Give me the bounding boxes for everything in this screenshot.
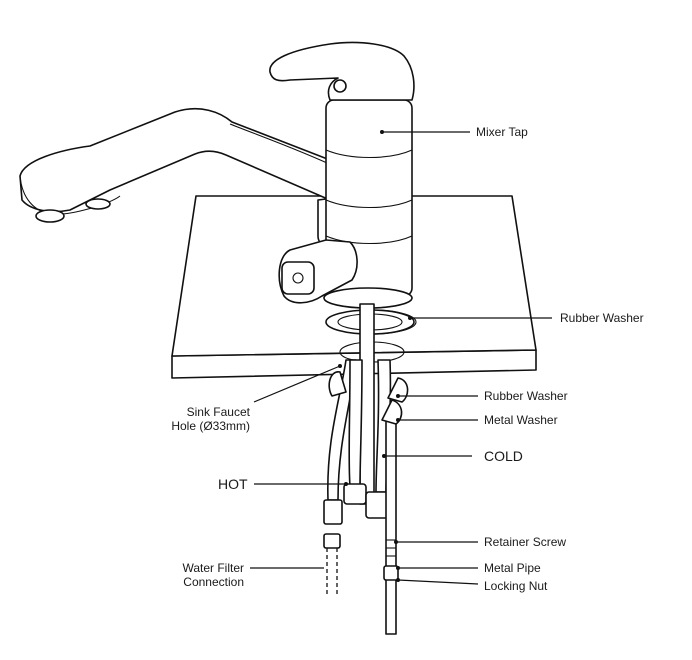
label-sink-faucet-hole-line1: Sink Faucet bbox=[187, 405, 251, 419]
label-hot: HOT bbox=[218, 476, 248, 492]
hose-assembly bbox=[323, 303, 399, 635]
label-metal-pipe: Metal Pipe bbox=[484, 561, 541, 575]
label-water-filter-line1: Water Filter bbox=[182, 561, 244, 575]
label-retainer-screw: Retainer Screw bbox=[484, 535, 566, 549]
label-water-filter-line2: Connection bbox=[183, 575, 244, 589]
side-knob bbox=[278, 239, 358, 304]
leader-lines bbox=[250, 130, 552, 585]
water-filter-connection bbox=[323, 533, 341, 594]
label-locking-nut: Locking Nut bbox=[484, 579, 548, 593]
label-cold: COLD bbox=[484, 448, 523, 464]
label-rubber-washer: Rubber Washer bbox=[484, 389, 568, 403]
label-metal-washer: Metal Washer bbox=[484, 413, 558, 427]
label-mixer-tap: Mixer Tap bbox=[476, 125, 528, 139]
label-rubber-washer-top: Rubber Washer bbox=[560, 311, 644, 325]
lever-handle bbox=[269, 41, 415, 101]
label-sink-faucet-hole-line2: Hole (Ø33mm) bbox=[171, 419, 250, 433]
